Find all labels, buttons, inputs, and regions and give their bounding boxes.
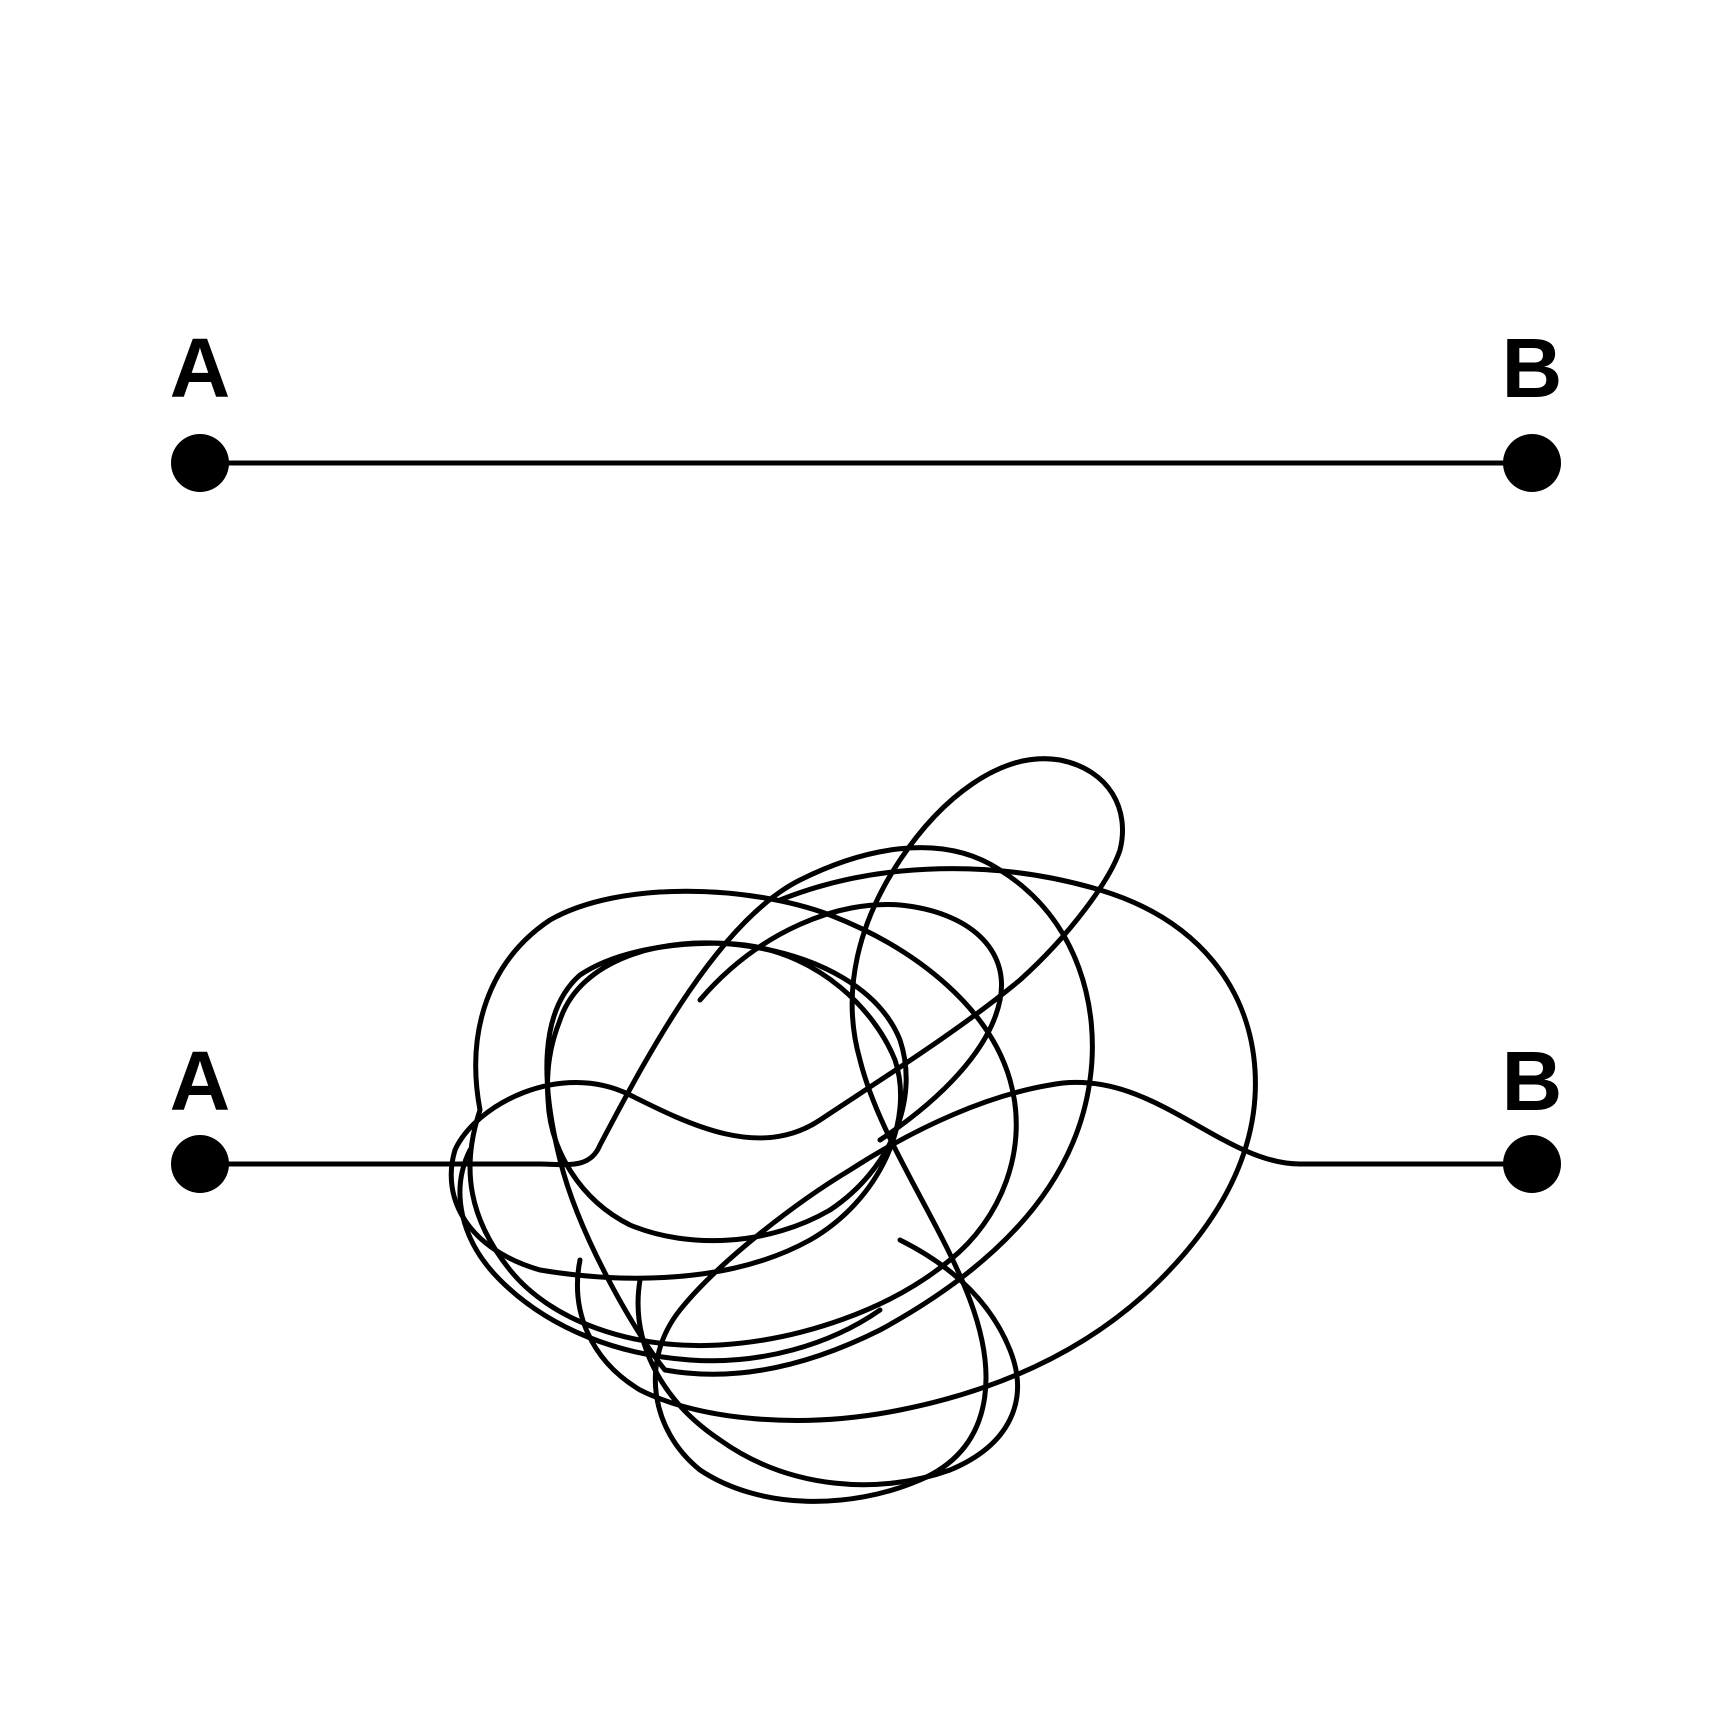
tangled-loop-left	[457, 1147, 883, 1364]
tangled-loop-wide	[575, 866, 1258, 1423]
start-node-dot	[171, 434, 229, 492]
tangled-loop-lower	[635, 1237, 1020, 1488]
end-node-label: B	[1502, 1034, 1563, 1128]
end-node-dot	[1503, 434, 1561, 492]
start-node-dot	[171, 1135, 229, 1193]
tangled-path-panel: A B	[170, 756, 1563, 1504]
tangled-loop-outer	[467, 888, 1019, 1349]
tangled-loop-inner	[545, 940, 909, 1244]
end-node-dot	[1503, 1135, 1561, 1193]
tangled-loop-top	[697, 901, 1004, 1143]
tangled-connection-line	[197, 756, 1535, 1504]
start-node-label: A	[170, 321, 231, 415]
start-node-label: A	[170, 1034, 231, 1128]
end-node-label: B	[1502, 321, 1563, 415]
straight-path-panel: A B	[170, 321, 1563, 492]
